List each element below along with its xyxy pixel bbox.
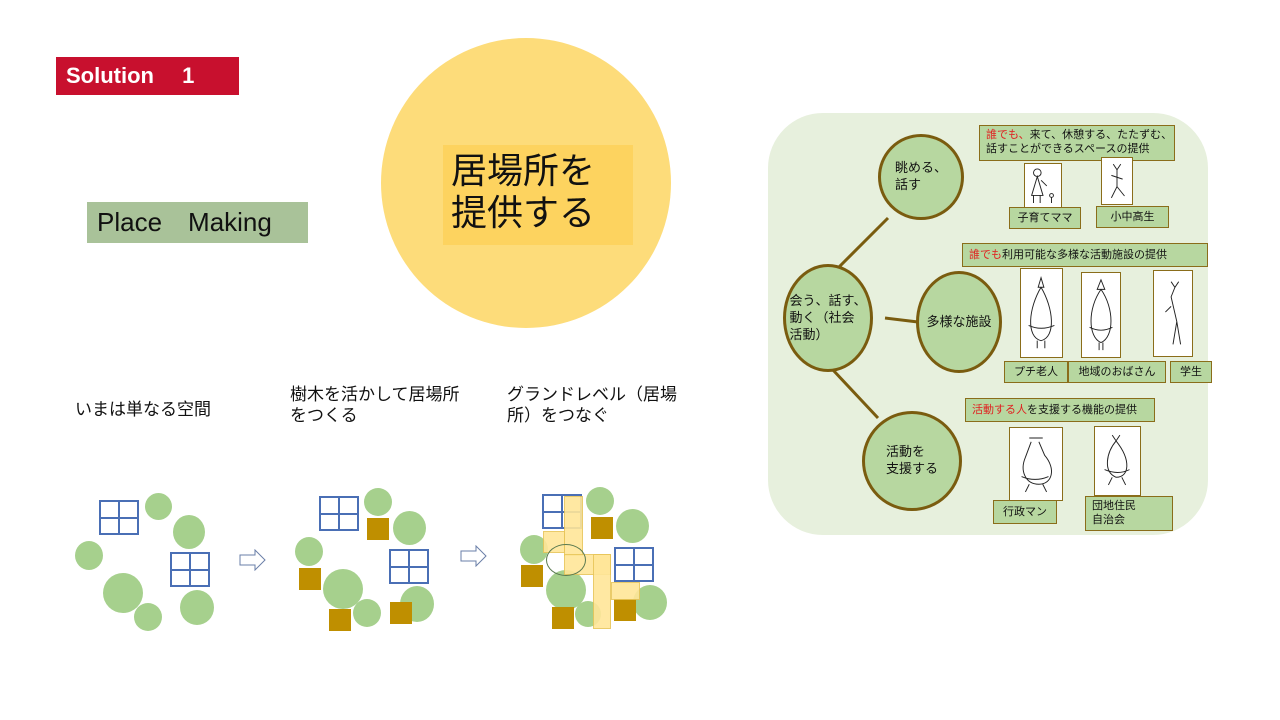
tree [353, 599, 381, 627]
node-support: 活動を支援する [862, 411, 962, 511]
official-sketch [1009, 427, 1063, 501]
plaza-outline [546, 544, 586, 576]
tree [393, 511, 426, 545]
kiosk [552, 607, 574, 629]
student-sketch [1153, 270, 1193, 357]
building [614, 547, 654, 582]
student-sketch [1101, 157, 1133, 205]
desc-text: を支援する機能の提供 [1027, 403, 1137, 416]
resident-sketch [1094, 426, 1141, 496]
step-3-caption: グランドレベル（居場所）をつなぐ [507, 385, 677, 427]
arrow-icon [460, 545, 487, 567]
center-line-2: 提供する [451, 193, 596, 234]
caption-line: 樹木を活かして居場所 [290, 385, 460, 405]
building [319, 496, 359, 531]
tree [616, 509, 649, 543]
tree [103, 573, 143, 613]
tree [173, 515, 205, 549]
kiosk [299, 568, 321, 590]
tree [364, 488, 392, 516]
node-text: 動く（社会 [789, 310, 855, 326]
center-line-1: 居場所を [451, 151, 596, 192]
desc-highlight: 活動する人 [972, 403, 1027, 416]
center-text: 居場所を 提供する [443, 145, 633, 245]
node-text: 活動を [885, 445, 925, 460]
kiosk [367, 518, 389, 540]
person-label: 自治会 [1092, 513, 1125, 526]
node-text: 眺める、 [894, 161, 947, 176]
person-label: 学生 [1170, 361, 1212, 383]
root-node: 会う、話す、動く（社会活動） [783, 264, 873, 372]
place-making-label: Place Making [87, 202, 308, 243]
kiosk [614, 599, 636, 621]
tree [180, 590, 214, 625]
tree [586, 487, 614, 515]
desc-view-talk: 誰でも、来て、休憩する、たたずむ、話すことができるスペースの提供 [979, 125, 1175, 161]
node-facilities: 多様な施設 [916, 271, 1002, 373]
building [99, 500, 139, 535]
desc-text: 話すことができるスペースの提供 [986, 142, 1150, 155]
person-label: 団地住民 [1092, 499, 1136, 512]
caption-line: グランドレベル（居場 [507, 385, 677, 405]
node-text: 支援する [885, 462, 938, 477]
desc-support: 活動する人を支援する機能の提供 [965, 398, 1155, 422]
person-label-group: 団地住民自治会 [1085, 496, 1173, 531]
kiosk [521, 565, 543, 587]
step-1-caption: いまは単なる空間 [75, 400, 211, 421]
building [389, 549, 429, 584]
node-text: 活動） [789, 327, 829, 343]
person-label: 子育てママ [1009, 207, 1081, 229]
caption-line: 所）をつなぐ [507, 406, 609, 426]
caption-line: いまは単なる空間 [75, 400, 211, 420]
solution-badge: Solution 1 [56, 57, 239, 95]
person-label: プチ老人 [1004, 361, 1068, 383]
tree [295, 537, 323, 566]
tree [75, 541, 103, 570]
tree [134, 603, 162, 631]
desc-text: 利用可能な多様な活動施設の提供 [1002, 248, 1167, 261]
arrow-icon [239, 549, 266, 571]
ground-path [593, 554, 611, 629]
aunt-sketch [1081, 272, 1121, 358]
node-text: 会う、話す、 [789, 293, 867, 309]
desc-text: 来て、休憩する、たたずむ、 [1029, 128, 1173, 141]
person-label: 行政マン [993, 500, 1057, 524]
desc-highlight: 誰でも [969, 248, 1002, 261]
kiosk [390, 602, 412, 624]
mother-child-sketch [1024, 163, 1062, 208]
node-view-talk: 眺める、話す [878, 134, 964, 220]
kiosk [329, 609, 351, 631]
senior-sketch [1020, 268, 1063, 358]
ground-path [611, 582, 640, 600]
desc-highlight: 誰でも、 [986, 128, 1030, 141]
person-label: 地域のおばさん [1068, 361, 1166, 383]
step-2-caption: 樹木を活かして居場所をつくる [290, 385, 460, 427]
node-text: 話す [894, 178, 921, 193]
tree [145, 493, 172, 520]
kiosk [591, 517, 613, 539]
building [170, 552, 210, 587]
caption-line: をつくる [290, 406, 358, 426]
desc-facilities: 誰でも利用可能な多様な活動施設の提供 [962, 243, 1208, 267]
node-text: 多様な施設 [926, 314, 992, 330]
person-label: 小中高生 [1096, 206, 1169, 228]
